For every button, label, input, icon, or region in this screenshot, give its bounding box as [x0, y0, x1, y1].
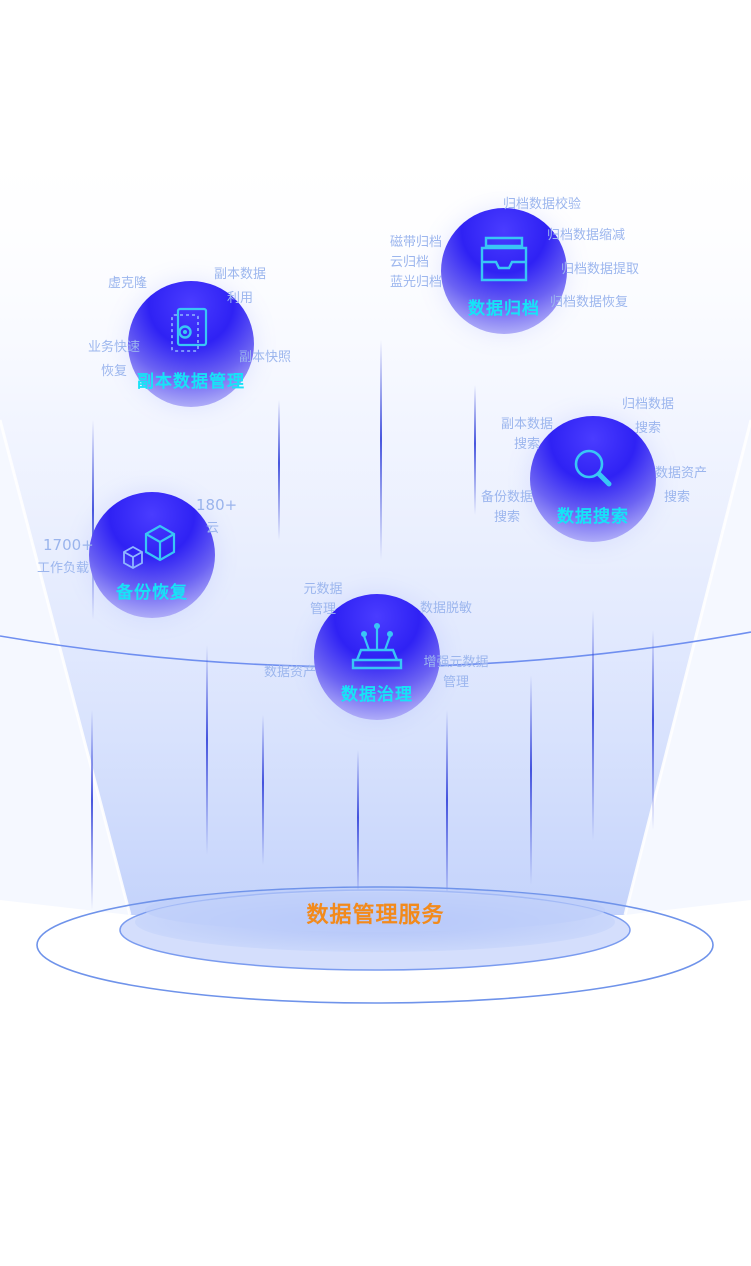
magnifier-icon [574, 449, 612, 487]
label-asset-search-1: 数据资产 [654, 466, 707, 481]
label-meta-mgmt-1: 元数据 [303, 582, 343, 597]
label-asset-search-2: 搜索 [663, 490, 690, 505]
label-workload-count: 1700+ [43, 536, 94, 554]
node-title: 数据搜索 [557, 507, 629, 527]
label-archive-extract: 归档数据提取 [561, 262, 640, 277]
label-archive-search-2: 搜索 [634, 421, 661, 436]
node-title: 数据治理 [341, 685, 413, 705]
label-fast-recover-2: 恢复 [100, 364, 127, 379]
label-archive-search-1: 归档数据 [621, 397, 674, 412]
label-meta-mgmt-2: 管理 [309, 602, 336, 617]
label-copy-search-2: 搜索 [513, 437, 540, 452]
data-search-node[interactable]: 数据搜索 [530, 416, 656, 542]
data-governance-node[interactable]: 数据治理 [314, 594, 440, 720]
label-backup-search-1: 备份数据 [480, 490, 533, 505]
label-cloud-archive: 云归档 [390, 255, 430, 270]
label-cloud-word: 云 [206, 521, 220, 536]
label-data-asset: 数据资产 [264, 665, 317, 680]
label-enhanced-meta-1: 增强元数据 [423, 655, 489, 670]
label-copy-use-2: 利用 [226, 291, 253, 306]
server-antenna-icon [351, 623, 403, 670]
label-copy-snapshot: 副本快照 [239, 350, 292, 365]
label-fast-recover-1: 业务快速 [87, 340, 140, 355]
backup-recovery-node[interactable]: 备份恢复 [89, 492, 215, 618]
label-archive-restore: 归档数据恢复 [550, 295, 629, 310]
label-virtual-clone: 虚克隆 [108, 276, 148, 291]
cubes-icon [123, 524, 176, 570]
label-bluray-archive: 蓝光归档 [390, 275, 443, 290]
label-data-masking: 数据脱敏 [420, 601, 473, 616]
data-archive-node[interactable]: 数据归档 [441, 208, 567, 334]
label-copy-use-1: 副本数据 [213, 267, 266, 282]
label-copy-search-1: 副本数据 [500, 417, 553, 432]
label-cloud-count: 180+ [196, 496, 238, 514]
gear-document-icon [171, 307, 208, 352]
label-backup-search-2: 搜索 [493, 510, 520, 525]
label-archive-compress: 归档数据缩减 [547, 228, 626, 243]
label-enhanced-meta-2: 管理 [442, 675, 469, 690]
node-title: 备份恢复 [116, 583, 188, 603]
node-title: 数据归档 [468, 299, 540, 319]
label-workload-word: 工作负载 [37, 561, 90, 576]
node-title: 副本数据管理 [137, 372, 245, 392]
core-service-title: 数据管理服务 [306, 903, 445, 928]
inbox-tray-icon [480, 236, 528, 282]
label-tape-archive: 磁带归档 [390, 235, 443, 250]
label-archive-verify: 归档数据校验 [503, 197, 582, 212]
copy-data-management-node[interactable]: 副本数据管理 [128, 281, 254, 407]
